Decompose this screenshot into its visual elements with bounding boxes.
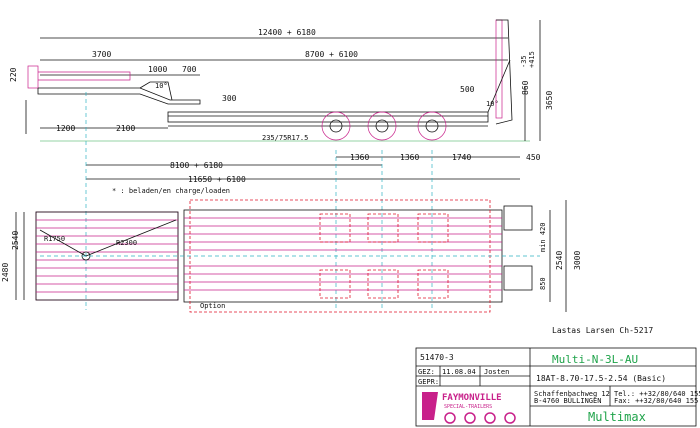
dim-2540-right-label: 2540 <box>555 251 564 270</box>
drawing-date: 11.08.04 <box>442 368 476 376</box>
load-note: * : beladen/en charge/loaden <box>112 187 230 195</box>
series-name: Multimax <box>588 410 646 424</box>
dim-1200-label: 1200 <box>56 124 75 133</box>
dim-415-label: +415 <box>528 51 536 68</box>
dim-300-label: 300 <box>222 94 237 103</box>
angle-rear-label: 10° <box>486 100 499 108</box>
gooseneck-deck-planks <box>36 219 178 293</box>
dim-11650-label: 11650 + 6100 <box>188 175 246 184</box>
row-label-gepr: GEPR: <box>418 378 439 386</box>
company-name: FAYMONVILLE <box>442 393 502 403</box>
main-deck-planks <box>184 217 502 291</box>
min-420-label: min 420 <box>539 222 547 252</box>
height-label: 3650 <box>545 91 554 110</box>
r2300-label: R2300 <box>116 239 137 247</box>
dim-860-label: 860 <box>521 80 530 95</box>
width-2540-label: 2540 <box>11 231 20 250</box>
gooseneck-label: 3700 <box>92 50 111 59</box>
customer-label: Lastas Larsen Ch-5217 <box>552 326 653 335</box>
address-1: Schaffenbachweg 12 <box>534 390 610 398</box>
company-logo: FAYMONVILLE SPECIAL-TRAILERS <box>422 392 516 424</box>
drawing-author: Josten <box>484 368 509 376</box>
neck-1000-label: 1000 <box>148 65 167 74</box>
neck-700-label: 700 <box>182 65 197 74</box>
drawing-number: 51470-3 <box>420 353 454 362</box>
side-wheels <box>321 111 447 141</box>
top-view: R1750 R2300 Option <box>1 199 582 313</box>
company-sub: SPECIAL-TRAILERS <box>444 404 492 410</box>
dim-35-label: -35 <box>520 55 528 68</box>
logo-wheels <box>444 412 516 424</box>
model-spec: 18AT-8.70-17.5-2.54 (Basic) <box>536 374 666 383</box>
axle-spacing-1-label: 1360 <box>350 153 369 162</box>
title-block: 51470-3 GEZ: GEPR: 11.08.04 Josten Multi… <box>415 347 700 427</box>
option-label: Option <box>200 302 225 310</box>
dim-8100-label: 8100 + 6180 <box>170 161 223 170</box>
dim-450-label: 450 <box>526 153 541 162</box>
overall-length-label: 12400 + 6180 <box>258 28 316 37</box>
address-2: B-4760 BÜLLINGEN <box>534 396 601 405</box>
dim-850-label: 850 <box>539 277 547 290</box>
dim-220-label: 220 <box>9 67 18 82</box>
logo-mark <box>422 392 438 420</box>
dim-3000-label: 3000 <box>573 251 582 270</box>
r1750-label: R1750 <box>44 235 65 243</box>
dim-2100-label: 2100 <box>116 124 135 133</box>
deck-length-label: 8700 + 6100 <box>305 50 358 59</box>
model-name: Multi-N-3L-AU <box>552 353 638 366</box>
dim-500-label: 500 <box>460 85 475 94</box>
angle-front-label: 10° <box>155 82 168 90</box>
tel-number: Tel.: ++32/80/640 155 <box>614 390 700 398</box>
axle-spacing-2-label: 1360 <box>400 153 419 162</box>
top-axles <box>319 213 449 299</box>
tyre-label: 235/75R17.5 <box>262 134 308 142</box>
row-label-gez: GEZ: <box>418 368 435 376</box>
rear-overhang-label: 1740 <box>452 153 471 162</box>
width-2480-label: 2480 <box>1 263 10 282</box>
side-view: 12400 + 6180 3700 8700 + 6100 1000 700 1… <box>9 19 554 310</box>
fax-number: Fax: ++32/80/640 155 <box>614 397 698 405</box>
